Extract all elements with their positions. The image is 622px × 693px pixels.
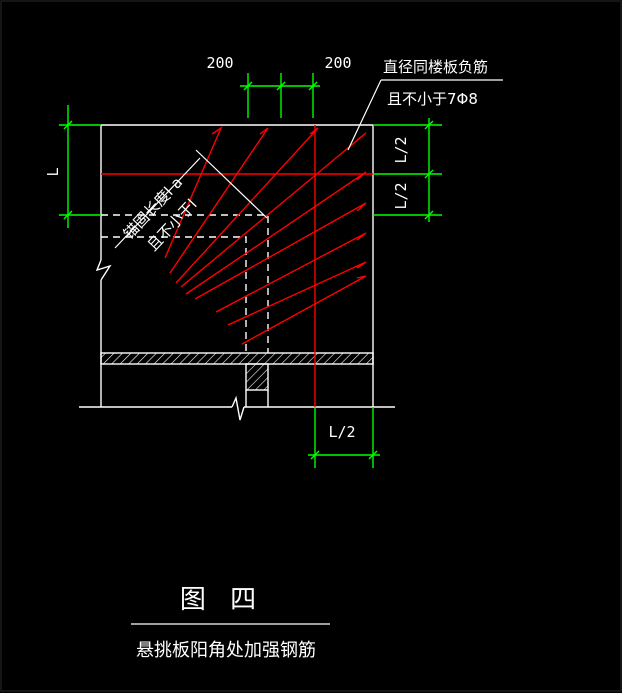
dim-top-right: 200 <box>324 54 351 72</box>
beam-section-hatched <box>100 352 374 365</box>
figure-title: 图 四 <box>180 585 264 615</box>
dim-right-upper: L/2 <box>392 136 410 163</box>
leader-lines <box>114 79 503 249</box>
rebar-diagonal-8 <box>227 261 367 326</box>
slab-outline <box>79 124 395 421</box>
rebar-diagonal-6 <box>194 202 367 300</box>
dim-top-left: 200 <box>206 54 233 72</box>
column-section-hatched <box>245 363 269 391</box>
dimension-layer <box>59 73 442 468</box>
rebar-diagonal-3 <box>175 127 319 284</box>
dim-right-lower: L/2 <box>392 182 410 209</box>
dim-bottom: L/2 <box>328 423 355 441</box>
note-bar-diameter: 直径同楼板负筋 <box>383 58 488 76</box>
rebar-layer <box>101 125 373 407</box>
rebar-diagonal-5 <box>185 171 367 295</box>
note-bar-min: 且不小于7Φ8 <box>387 90 478 108</box>
rebar-diagonal-9 <box>241 275 367 345</box>
rebar-diagonal-1 <box>164 126 223 259</box>
rebar-diagonal-2 <box>169 127 269 274</box>
dim-left-L: L <box>44 167 62 176</box>
rebar-diagonal-4 <box>180 132 367 288</box>
rebar-diagonal-7 <box>215 232 367 313</box>
figure-caption: 悬挑板阳角处加强钢筋 <box>136 640 316 661</box>
